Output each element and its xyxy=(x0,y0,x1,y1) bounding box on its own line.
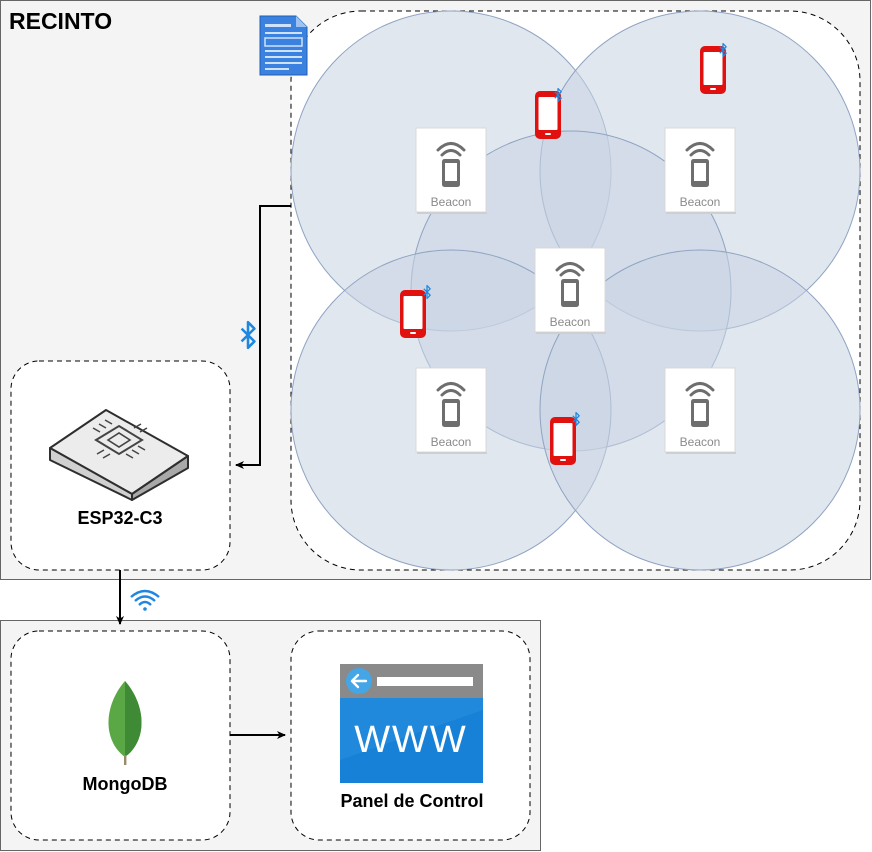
browser-www-icon: WWW xyxy=(340,664,483,783)
mongodb-leaf-icon xyxy=(108,681,142,765)
enclosure-title: RECINTO xyxy=(9,8,112,34)
beacon-bottom-left: Beacon xyxy=(414,366,489,456)
connector-beacons-to-esp32 xyxy=(235,205,291,469)
browser-www-text: WWW xyxy=(354,719,468,761)
beacon-label: Beacon xyxy=(680,195,721,209)
beacon-label: Beacon xyxy=(550,315,591,329)
phone-icon xyxy=(550,411,580,465)
beacon-label: Beacon xyxy=(431,195,472,209)
phone-icon xyxy=(400,284,431,338)
beacon-center: Beacon xyxy=(533,246,608,336)
beacon-label: Beacon xyxy=(431,435,472,449)
document-icon xyxy=(259,15,308,76)
panel-label: Panel de Control xyxy=(340,791,483,811)
wifi-icon xyxy=(130,589,160,611)
microcontroller-icon xyxy=(49,409,189,501)
esp32-label: ESP32-C3 xyxy=(77,508,162,528)
beacon-bottom-right: Beacon xyxy=(663,366,738,456)
beacon-label: Beacon xyxy=(680,435,721,449)
phone-icon xyxy=(535,87,562,139)
mongodb-label: MongoDB xyxy=(83,774,168,794)
beacon-top-right: Beacon xyxy=(663,126,738,216)
beacon-top-left: Beacon xyxy=(414,126,489,216)
phone-icon xyxy=(700,42,727,94)
